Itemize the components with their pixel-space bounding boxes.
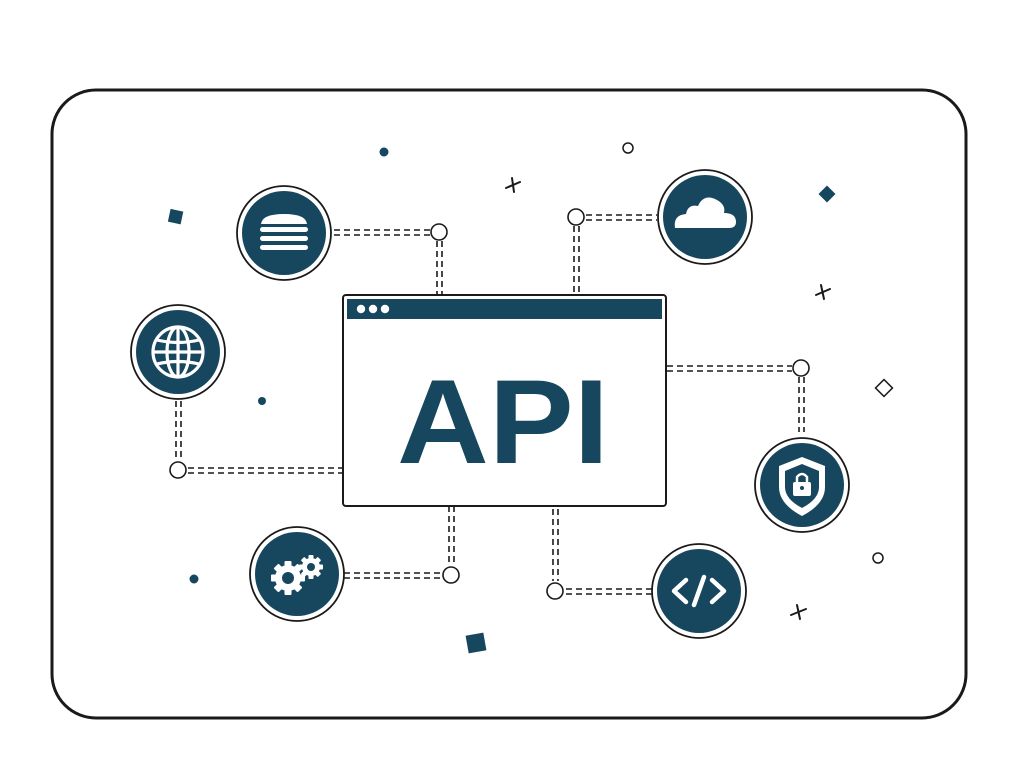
square-decoration bbox=[167, 208, 184, 225]
window-dot-icon bbox=[368, 304, 378, 314]
sparkle-decoration bbox=[790, 604, 807, 620]
square-decoration bbox=[465, 632, 487, 654]
database-stack-icon bbox=[258, 211, 310, 252]
cloud-icon bbox=[674, 197, 736, 228]
junction-nodes bbox=[169, 208, 810, 600]
window-dot-icon bbox=[380, 304, 390, 314]
dot-decoration bbox=[379, 147, 389, 157]
connectors bbox=[175, 214, 805, 595]
globe-icon bbox=[151, 325, 205, 379]
dot-decoration bbox=[189, 574, 199, 584]
gears-icon bbox=[271, 555, 323, 595]
decorations bbox=[167, 142, 894, 654]
database-service bbox=[236, 185, 332, 281]
code-service bbox=[651, 543, 747, 639]
security-service bbox=[754, 437, 850, 533]
window-title-bar bbox=[347, 299, 662, 319]
window-dot-icon bbox=[356, 304, 366, 314]
api-window: API bbox=[342, 294, 667, 507]
diamond-decoration bbox=[874, 378, 894, 398]
api-label: API bbox=[397, 355, 609, 489]
shield-lock-icon bbox=[779, 457, 825, 516]
web-service bbox=[130, 304, 226, 400]
ring-decoration bbox=[872, 552, 884, 564]
sparkle-decoration bbox=[815, 284, 831, 300]
settings-service bbox=[249, 526, 345, 622]
cloud-service bbox=[657, 169, 753, 265]
code-brackets-icon bbox=[671, 574, 727, 608]
dot-decoration bbox=[258, 397, 266, 405]
ring-decoration bbox=[622, 142, 634, 154]
sparkle-decoration bbox=[505, 177, 521, 193]
diamond-decoration bbox=[818, 185, 836, 203]
